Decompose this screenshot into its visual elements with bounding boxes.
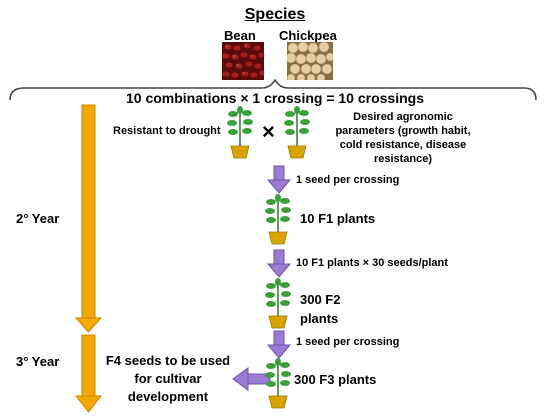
timeline-arrow-1	[74, 104, 103, 333]
timeline-label-year-2: 2° Year	[16, 211, 60, 226]
timeline-arrow-2	[74, 334, 103, 413]
plant-f1	[265, 194, 291, 245]
step-3-arrow-label: 1 seed per crossing	[296, 336, 400, 348]
step-2-result-line1: 300 F2	[300, 292, 341, 307]
final-output-line-2: for cultivar	[134, 371, 202, 386]
final-output-line-3: development	[127, 389, 209, 404]
species-label-bean: Bean	[224, 28, 256, 43]
timeline-label-year-3: 3° Year	[16, 354, 60, 369]
species-title: Species	[244, 6, 306, 23]
plant-parent-left	[227, 106, 253, 159]
plant-f3	[265, 358, 291, 409]
left-arrow	[232, 367, 271, 391]
step-2-result-line2: plants	[300, 311, 339, 326]
step-3-result: 300 F3 plants	[294, 372, 377, 387]
step-1-result: 10 F1 plants	[300, 211, 376, 226]
down-arrow-3	[266, 330, 292, 359]
final-output-line-1: F4 seeds to be used	[105, 353, 231, 368]
combinations-text: 10 combinations × 1 crossing = 10 crossi…	[125, 90, 424, 106]
grouping-brace	[9, 78, 537, 101]
cross-symbol: ×	[262, 119, 275, 144]
plant-f2	[265, 278, 291, 329]
step-2-arrow-label: 10 F1 plants × 30 seeds/plant	[296, 257, 448, 269]
bean-seeds-image	[222, 42, 264, 80]
final-output-text: F4 seeds to be used for cultivar develop…	[100, 352, 236, 406]
down-arrow-2	[266, 249, 292, 278]
down-arrow-1	[266, 165, 292, 194]
species-label-chickpea: Chickpea	[279, 28, 337, 43]
chickpea-seeds-image	[287, 42, 333, 80]
parent-right-label: Desired agronomic parameters (growth hab…	[335, 111, 471, 165]
step-1-arrow-label: 1 seed per crossing	[296, 174, 400, 186]
parent-left-label: Resistant to drought	[113, 125, 221, 137]
plant-parent-right	[284, 106, 310, 159]
